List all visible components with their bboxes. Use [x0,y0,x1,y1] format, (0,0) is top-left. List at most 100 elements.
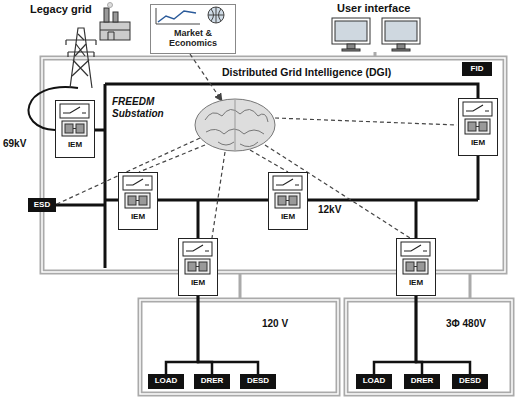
brain-picture [235,100,236,150]
iem-symbol [459,99,496,137]
user-monitor [332,18,370,44]
switch-symbol [126,179,149,185]
iem-symbol [269,173,306,211]
sst-symbol [479,122,487,131]
sst-symbol [136,200,139,201]
user-monitor [392,49,410,51]
power-plant [104,8,109,22]
market-box: Market & Economics [150,4,236,54]
node-text: DRER [201,377,224,386]
intelligence-links [265,145,410,238]
sst-symbol [65,124,73,133]
market-chart [158,11,196,22]
sst-symbol [406,262,414,271]
communication-frame [140,300,338,394]
sst-symbol [417,262,425,271]
device-box: DESD [452,374,488,389]
power-feeder [198,296,258,374]
sst-symbol [289,196,297,205]
sst-symbol [414,266,417,267]
iem-box: IEM [178,238,218,296]
node-text: IEM [131,213,145,222]
diagram-label: Distributed Grid Intelligence (DGI) [222,66,391,79]
sst-symbol [128,196,136,205]
switch-symbol [276,179,299,185]
device-box: DESD [240,374,276,389]
power-feeder [374,296,416,374]
sst-symbol [476,126,479,127]
sst-frame [62,121,87,136]
brain-picture [205,109,268,122]
power-plant [108,3,113,8]
diagram-label: FREEDM Substation [112,96,172,120]
market-chart [208,7,224,23]
power-plant [100,30,130,40]
user-monitor [347,44,355,49]
device-box: ESD [28,198,56,212]
sst-symbol [196,266,199,267]
communication-frame [240,52,470,298]
switch-frame [123,176,152,190]
node-text: IEM [409,279,423,288]
node-text: LOAD [363,377,386,386]
transmission-tower [66,28,96,88]
sst-frame [185,259,210,274]
sst-symbol [199,262,207,271]
switch-frame [463,102,492,116]
node-text: IEM [191,279,205,288]
iem-box: IEM [458,98,498,156]
node-text: Market & Economics [153,29,233,49]
switch-symbol [63,107,86,113]
sst-symbol [188,262,196,271]
device-box: DRER [194,374,230,389]
switch-symbol [404,245,427,251]
power-bus [104,84,107,268]
iem-box: IEM [55,100,95,158]
diagram-label: 69kV [3,138,26,150]
switch-symbol [466,105,489,111]
node-text: IEM [281,213,295,222]
communication-frame [140,300,338,394]
intelligence-links [212,152,225,238]
switch-frame [60,104,89,118]
diagram-label: 120 V [262,318,288,330]
power-plant [100,22,130,40]
power-plant [100,3,130,41]
sst-frame [125,193,150,208]
power-plant [113,12,118,22]
communication-frame [346,300,512,394]
iem-symbol [397,239,434,277]
intelligence-links [275,118,457,125]
communication-frame [42,52,512,394]
iem-symbol [119,173,156,211]
node-text: FID [471,65,484,74]
user-monitor [335,21,367,41]
sst-symbol [468,122,476,131]
sst-frame [403,259,428,274]
iem-box: IEM [118,172,158,230]
device-box: LOAD [148,374,184,389]
power-bus [477,156,480,200]
sst-symbol [73,128,76,129]
intelligence-links [190,54,222,101]
sst-frame [465,119,490,134]
node-text: DRER [411,377,434,386]
user-monitor [382,18,420,44]
sst-symbol [286,200,289,201]
switch-symbol [186,245,209,251]
intelligence-links [250,150,288,172]
communication-frame [346,300,512,394]
node-text: IEM [471,139,485,148]
node-text: DESD [247,377,269,386]
diagram-label: 12kV [318,204,341,216]
device-box: DRER [404,374,440,389]
brain-picture [218,142,258,147]
node-text: LOAD [155,377,178,386]
diagram-label: 3Φ 480V [446,318,486,330]
transmission-tower [66,40,96,57]
node-text: ESD [34,201,50,210]
iem-box: IEM [396,238,436,296]
device-box: LOAD [356,374,392,389]
market-chart [156,8,200,24]
